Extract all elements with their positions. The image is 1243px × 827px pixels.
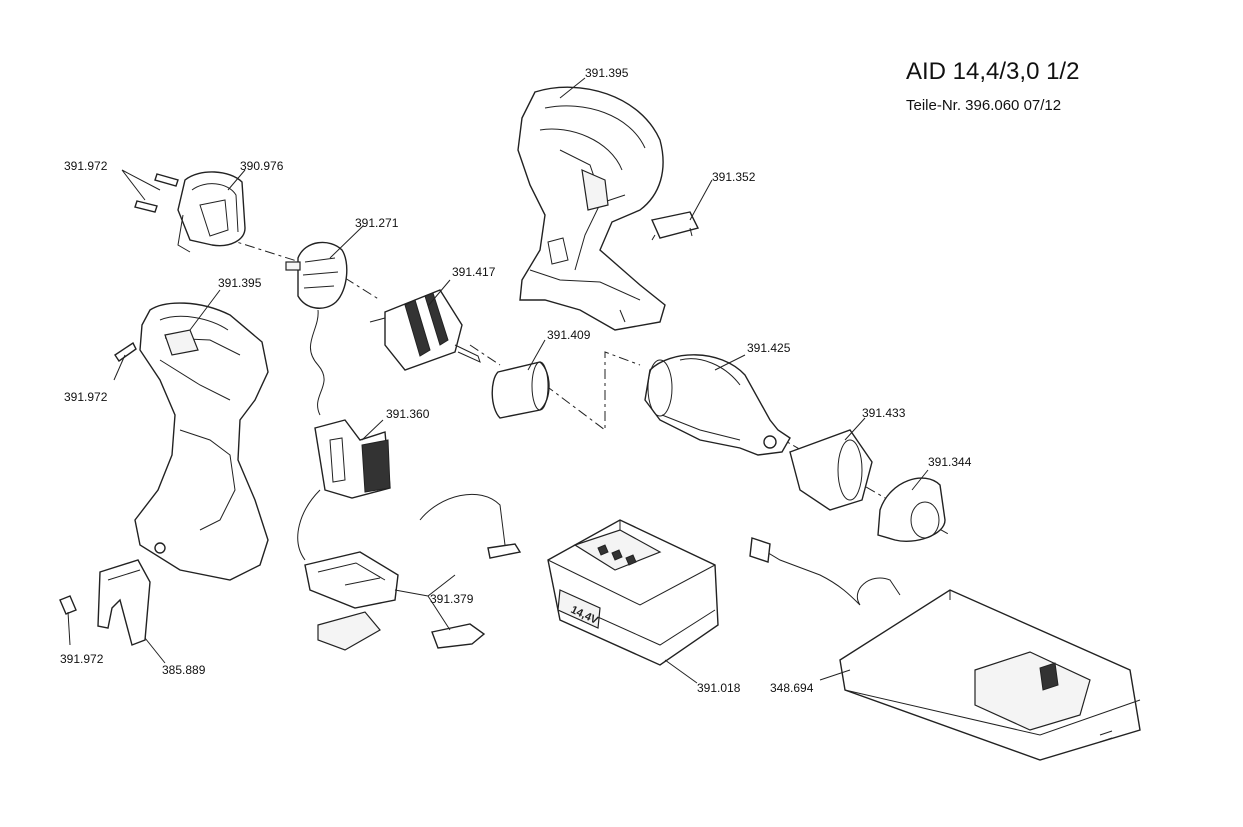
trigger-switch [297, 419, 391, 561]
motor-armature [369, 289, 481, 371]
battery-pack [547, 519, 719, 666]
part-label-391-972-b: 391.972 [64, 390, 108, 404]
screw-bottom [59, 595, 77, 615]
battery-charger [749, 537, 1141, 761]
gear-ring [491, 361, 550, 419]
brush-plate [285, 241, 348, 416]
leader-lines [67, 77, 929, 684]
part-label-348-694: 348.694 [770, 681, 814, 695]
screw-left [114, 341, 137, 362]
part-label-391-972-a: 391.972 [64, 159, 108, 173]
part-label-391-344: 391.344 [928, 455, 972, 469]
housing-half-right [517, 86, 666, 331]
contact-plate [651, 211, 700, 241]
part-label-391-352: 391.352 [712, 170, 756, 184]
part-label-391-271: 391.271 [355, 216, 399, 230]
part-number-line: Teile-Nr. 396.060 07/12 [906, 97, 1062, 114]
part-label-391-018: 391.018 [697, 681, 741, 695]
part-label-391-395-top: 391.395 [585, 66, 629, 80]
housing-half-left [134, 302, 269, 581]
part-label-391-417: 391.417 [452, 265, 496, 279]
nose-cone [877, 477, 946, 542]
part-label-391-972-c: 391.972 [60, 652, 104, 666]
part-label-391-433: 391.433 [862, 406, 906, 420]
belt-clip [97, 559, 151, 646]
end-cap [177, 171, 246, 253]
part-label-391-395-left: 391.395 [218, 276, 262, 290]
diagram-title: AID 14,4/3,0 1/2 [906, 58, 1080, 85]
part-label-385-889: 385.889 [162, 663, 206, 677]
assembly-axis [204, 231, 951, 536]
front-cover [789, 429, 873, 511]
screws-top [134, 173, 179, 213]
battery-contacts [304, 493, 522, 651]
part-label-390-976: 390.976 [240, 159, 284, 173]
part-label-391-379: 391.379 [430, 592, 474, 606]
part-label-391-409: 391.409 [547, 328, 591, 342]
part-label-391-360: 391.360 [386, 407, 430, 421]
part-label-391-425: 391.425 [747, 341, 791, 355]
gearbox-housing [644, 354, 791, 456]
